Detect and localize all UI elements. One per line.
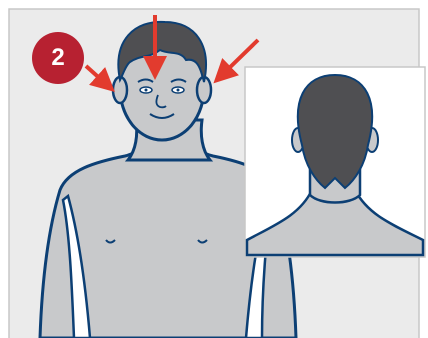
- back-view-inset: [245, 67, 425, 257]
- step-number: 2: [51, 44, 64, 72]
- step-badge: 2: [32, 32, 84, 84]
